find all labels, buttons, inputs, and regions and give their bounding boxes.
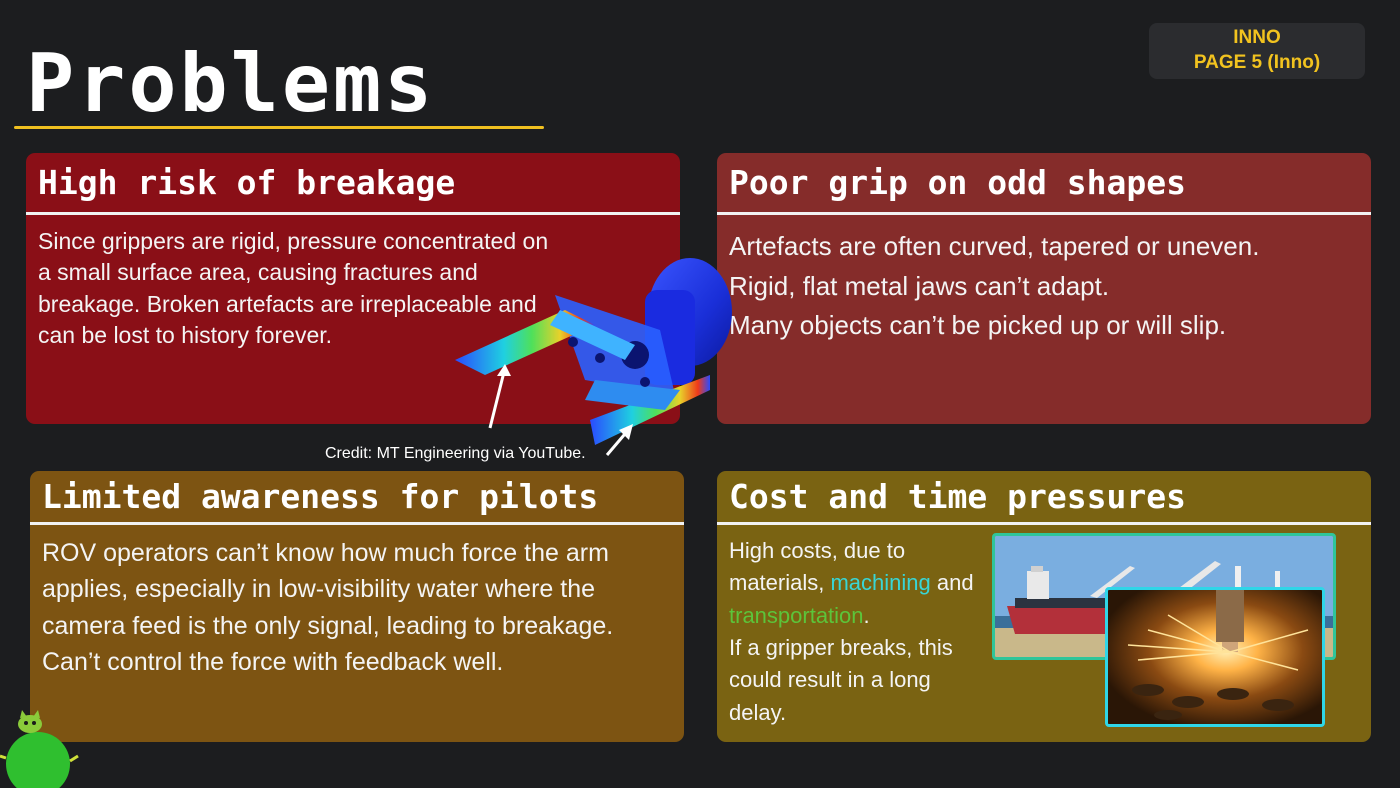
card-breakage: High risk of breakage Since grippers are…	[26, 153, 680, 424]
gripper-stress-simulation-image	[455, 258, 732, 456]
card-body: Since grippers are rigid, pressure conce…	[38, 228, 549, 348]
card-heading: Cost and time pressures	[717, 471, 1371, 525]
card-text: High costs, due to materials,	[729, 538, 906, 596]
card-grip: Poor grip on odd shapes Artefacts are of…	[717, 153, 1371, 424]
card-text: and	[930, 570, 974, 596]
card-heading: Limited awareness for pilots	[30, 471, 684, 525]
card-body: Artefacts are often curved, tapered or u…	[717, 215, 1371, 356]
card-line: Artefacts are often curved, tapered or u…	[729, 231, 1260, 261]
card-heading: Poor grip on odd shapes	[717, 153, 1371, 215]
machining-link[interactable]: machining	[830, 570, 931, 596]
page-badge: INNO PAGE 5 (Inno)	[1149, 23, 1365, 79]
page-title: Problems	[26, 37, 436, 130]
card-line: Rigid, flat metal jaws can’t adapt.	[729, 270, 1110, 301]
card-paragraph: Can’t control the force with feedback we…	[42, 647, 504, 676]
card-paragraph: If a gripper breaks, this could result i…	[729, 634, 953, 725]
card-awareness: Limited awareness for pilots ROV operato…	[30, 471, 684, 742]
image-credit: Credit: MT Engineering via YouTube.	[325, 445, 586, 462]
card-paragraph: ROV operators can’t know how much force …	[42, 539, 614, 640]
card-paragraph: High costs, due to materials, machining …	[729, 535, 975, 632]
badge-line-2: PAGE 5 (Inno)	[1193, 52, 1321, 73]
card-body: ROV operators can’t know how much force …	[30, 525, 684, 690]
card-line: Many objects can’t be picked up or will …	[729, 310, 1227, 341]
badge-line-1: INNO	[1233, 27, 1281, 49]
laser-cutting-photo	[1105, 587, 1325, 727]
transportation-link[interactable]: transportation	[729, 602, 864, 628]
green-mascot-image	[0, 710, 79, 788]
card-body: High costs, due to materials, machining …	[717, 525, 987, 739]
title-underline	[14, 126, 544, 129]
card-text: .	[863, 602, 870, 628]
card-heading: High risk of breakage	[26, 153, 680, 215]
